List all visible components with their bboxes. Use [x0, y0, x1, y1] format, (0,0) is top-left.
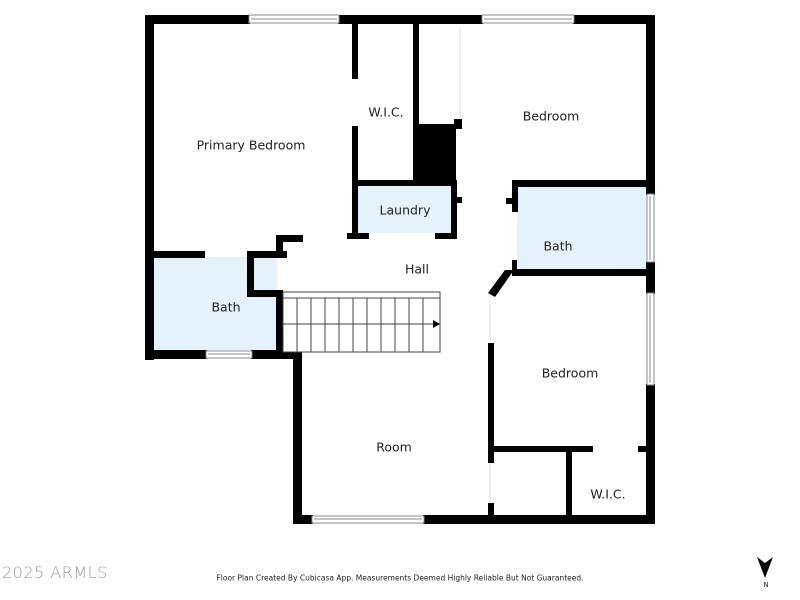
bath-west-fill	[153, 257, 277, 350]
room-label-wic-primary: W.I.C.	[368, 104, 404, 120]
room-label-bath-east: Bath	[543, 238, 573, 254]
room-label-wic-se: W.I.C.	[590, 486, 626, 502]
room-label-primary-bedroom: Primary Bedroom	[196, 137, 306, 153]
room-label-bedroom-se: Bedroom	[541, 365, 599, 381]
stairs	[282, 291, 441, 353]
door-openings	[459, 28, 491, 503]
bath-east-fill	[517, 186, 646, 270]
room-label-hall: Hall	[404, 261, 430, 277]
footer-disclaimer: Floor Plan Created By Cubicasa App. Meas…	[216, 573, 584, 583]
copyright-watermark: 2025 ARMLS	[2, 563, 108, 582]
north-arrow-icon	[757, 557, 773, 578]
north-label: N	[763, 581, 769, 589]
walls	[145, 15, 655, 524]
arrow-right-icon	[433, 320, 440, 328]
room-label-laundry: Laundry	[379, 202, 431, 218]
windows	[205, 14, 655, 524]
room-label-room: Room	[376, 439, 412, 455]
room-label-bath-west: Bath	[211, 299, 241, 315]
room-label-bedroom-ne: Bedroom	[522, 108, 580, 124]
laundry-fill	[358, 186, 451, 233]
